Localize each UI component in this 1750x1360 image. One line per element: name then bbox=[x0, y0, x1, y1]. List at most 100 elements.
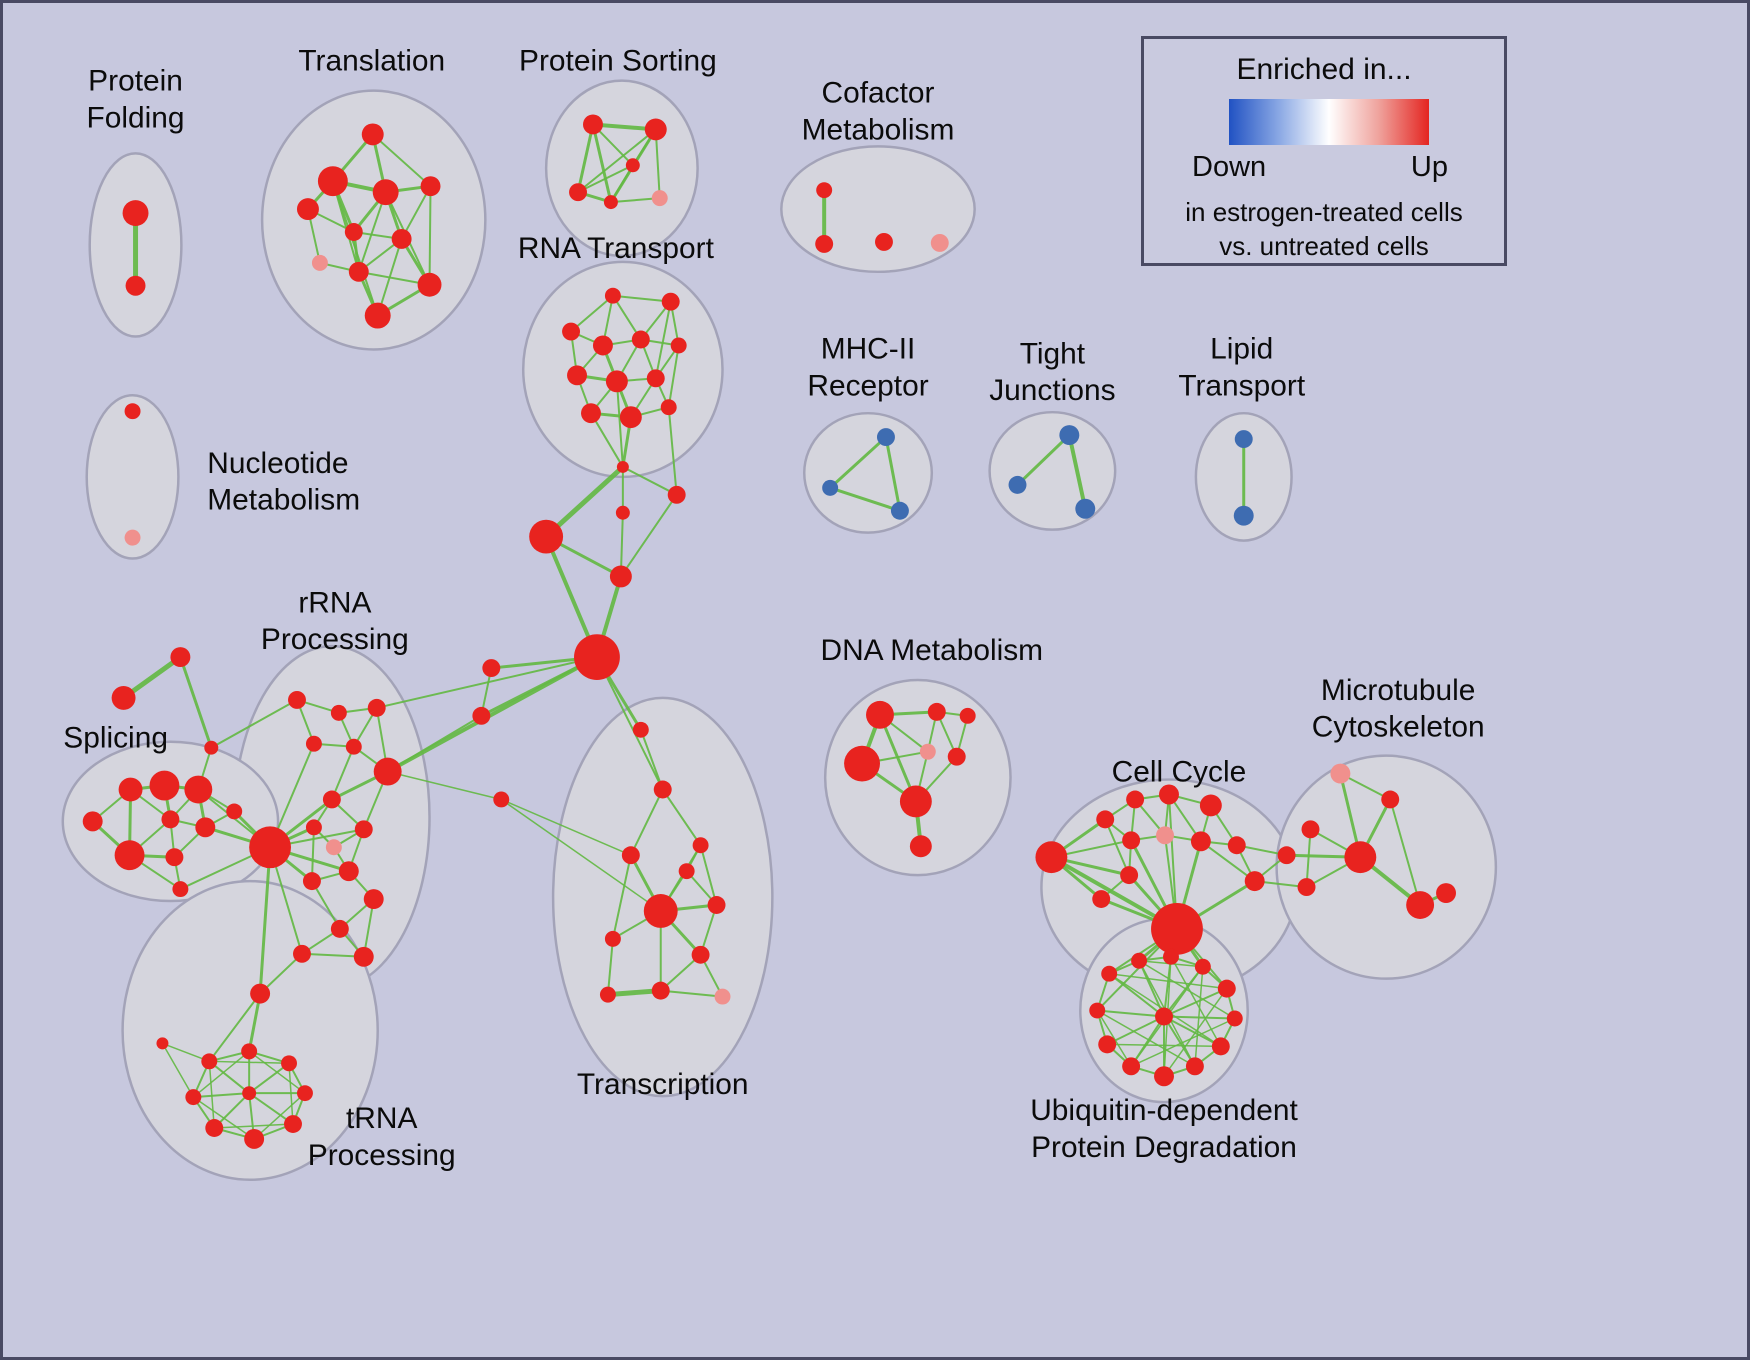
network-edge bbox=[1096, 1009, 1166, 1018]
network-node-mh3 bbox=[890, 501, 909, 520]
network-edge bbox=[828, 486, 902, 513]
legend-caption-line1: in estrogen-treated cells bbox=[1185, 197, 1463, 227]
network-edge bbox=[161, 1042, 211, 1063]
network-edge bbox=[1106, 1043, 1222, 1048]
network-edge bbox=[300, 952, 365, 958]
network-edge bbox=[400, 185, 432, 240]
network-node-tn3 bbox=[201, 1053, 218, 1070]
network-node-mt1 bbox=[1330, 763, 1351, 784]
network-node-cc2 bbox=[1096, 810, 1115, 829]
network-node-mt3 bbox=[1301, 820, 1320, 839]
network-node-rr12 bbox=[338, 861, 359, 882]
network-edge bbox=[1108, 972, 1166, 1018]
network-node-nm1 bbox=[124, 403, 141, 420]
network-edge bbox=[606, 937, 614, 996]
network-node-dm8 bbox=[909, 835, 932, 858]
network-edge bbox=[371, 133, 432, 188]
network-node-ps6 bbox=[625, 158, 640, 173]
network-edge bbox=[1108, 972, 1228, 990]
network-edge bbox=[619, 493, 678, 578]
network-edge bbox=[570, 294, 614, 333]
network-node-rr10 bbox=[325, 839, 342, 856]
network-node-tl5 bbox=[420, 176, 441, 197]
network-node-ub7 bbox=[1211, 1037, 1230, 1056]
network-node-ub5 bbox=[1217, 979, 1236, 998]
network-node-cc6 bbox=[1122, 831, 1141, 850]
network-edge bbox=[178, 655, 213, 750]
cluster-ellipse-protein-sorting bbox=[544, 79, 699, 258]
network-node-cn8 bbox=[472, 706, 491, 725]
network-node-ub6 bbox=[1226, 1010, 1243, 1027]
network-node-tl6 bbox=[344, 223, 363, 241]
network-edge bbox=[253, 1092, 306, 1140]
network-edge bbox=[1096, 1009, 1196, 1068]
network-node-sp5 bbox=[184, 775, 213, 804]
network-node-rt2 bbox=[661, 292, 680, 311]
network-node-mt2 bbox=[1381, 790, 1400, 809]
network-edge bbox=[621, 465, 678, 496]
network-node-tn6 bbox=[296, 1085, 313, 1102]
network-node-sp4 bbox=[149, 770, 180, 801]
network-node-tn5 bbox=[281, 1055, 297, 1072]
network-edge bbox=[667, 406, 678, 496]
network-node-cm4 bbox=[930, 233, 949, 252]
network-node-rt6 bbox=[670, 337, 687, 354]
network-node-cm3 bbox=[875, 232, 893, 251]
network-edge bbox=[577, 128, 657, 194]
network-edge bbox=[609, 164, 634, 204]
network-node-tl3 bbox=[296, 198, 319, 221]
network-node-ub1 bbox=[1101, 965, 1118, 982]
cluster-ellipse-cofactor-metabolism bbox=[780, 145, 976, 274]
network-node-tn7 bbox=[284, 1115, 302, 1133]
cluster-label-cell-cycle: Cell Cycle bbox=[1112, 756, 1247, 789]
network-edge bbox=[208, 1060, 290, 1065]
network-node-mt5 bbox=[1406, 891, 1435, 919]
network-node-rr6 bbox=[373, 757, 402, 786]
network-node-tx12 bbox=[714, 988, 731, 1005]
network-edge bbox=[1199, 840, 1256, 883]
network-node-ub8 bbox=[1185, 1057, 1204, 1076]
network-edge bbox=[331, 180, 379, 317]
network-edge bbox=[1016, 433, 1071, 487]
network-node-cn7 bbox=[482, 659, 501, 678]
network-node-ub10 bbox=[1122, 1057, 1141, 1076]
network-node-cn2 bbox=[667, 485, 686, 504]
network-node-ps4 bbox=[603, 195, 618, 210]
legend-title: Enriched in... bbox=[1236, 53, 1412, 86]
network-edge bbox=[577, 164, 634, 194]
network-edge bbox=[385, 655, 599, 774]
network-node-cc4 bbox=[1159, 784, 1179, 805]
network-node-rr7 bbox=[249, 826, 292, 869]
network-node-rr3 bbox=[367, 698, 386, 717]
network-node-ps1 bbox=[583, 114, 603, 135]
network-node-tl7 bbox=[391, 228, 412, 249]
network-node-rr4 bbox=[305, 735, 322, 752]
cluster-label-dna-metabolism: DNA Metabolism bbox=[821, 634, 1044, 667]
network-node-ub9 bbox=[1154, 1066, 1174, 1087]
network-nodes bbox=[82, 114, 1457, 1149]
network-edge bbox=[1163, 987, 1228, 1077]
network-edge bbox=[208, 1060, 216, 1129]
network-edge bbox=[386, 714, 483, 773]
legend-up-label: Up bbox=[1410, 151, 1448, 183]
cluster-ellipse-trna-processing bbox=[121, 879, 379, 1182]
cluster-label-splicing: Splicing bbox=[63, 722, 168, 755]
network-node-lt1 bbox=[1234, 430, 1253, 449]
network-edge bbox=[208, 992, 262, 1063]
cluster-ellipse-tight-junctions bbox=[988, 410, 1117, 531]
network-edge bbox=[330, 745, 355, 801]
network-node-cc1 bbox=[1035, 841, 1068, 874]
network-node-ps3 bbox=[569, 183, 587, 202]
network-node-cn4 bbox=[615, 505, 630, 520]
network-node-tx5 bbox=[678, 863, 695, 880]
network-node-ub3 bbox=[1163, 948, 1179, 965]
network-node-sp6 bbox=[161, 810, 180, 829]
network-edge bbox=[500, 798, 662, 912]
network-node-tx7 bbox=[707, 896, 726, 914]
